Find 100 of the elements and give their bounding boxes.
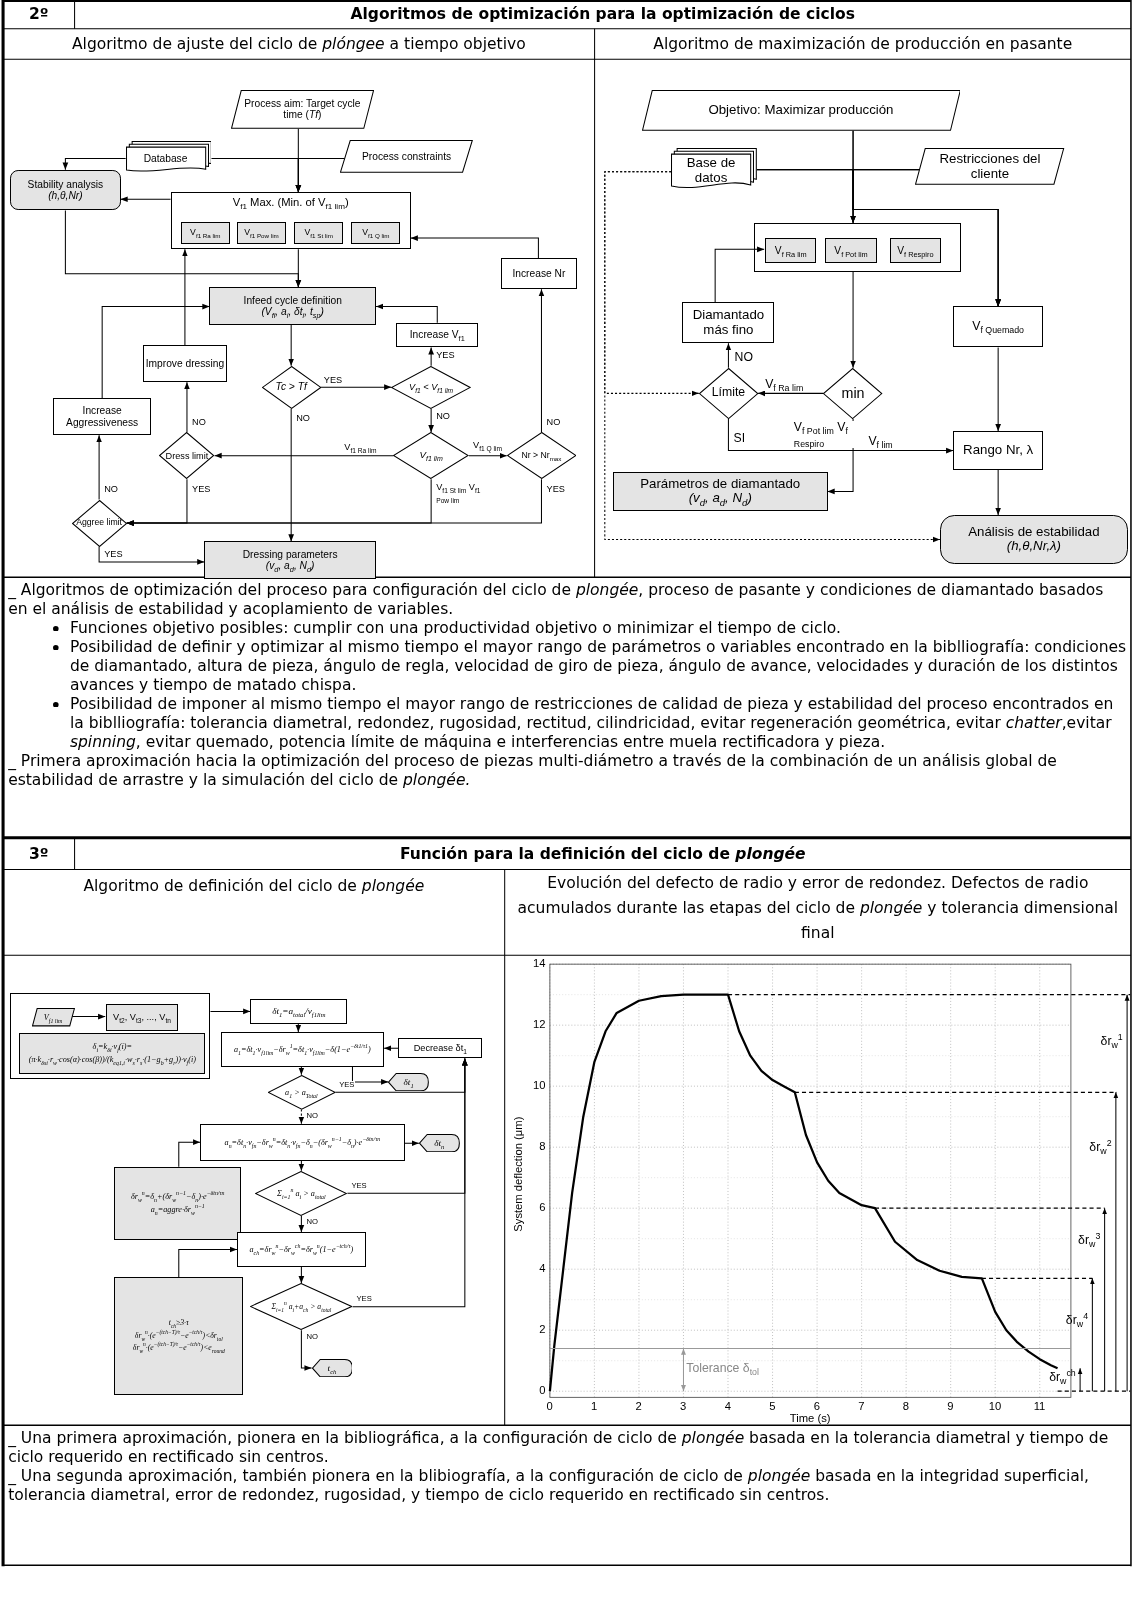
node-text: min (841, 385, 865, 402)
node-text: δt$_{1}$ (403, 1075, 414, 1090)
tick-label: 9 (946, 1399, 955, 1412)
arrow (604, 171, 941, 543)
tick-label: 14 (532, 957, 546, 970)
node-text: Restricciones del cliente (938, 151, 1042, 182)
panel-heading: Evolución del defecto de radio y error de redondez. Defectos de radio acumulados durante las etapas del ciclo de plongée y tolerancia dimensional final (516, 873, 1120, 945)
edge-label: YES (103, 548, 124, 559)
node-text: Process aim: Target cycle time (Tf) (243, 97, 362, 121)
process-box (200, 1123, 405, 1161)
node-text: Increase V$_{f1}$ (409, 329, 465, 341)
document-stack (125, 141, 212, 174)
tick-label: 0 (545, 1399, 554, 1412)
paragraph: _ Primera aproximación hacia la optimización del proceso de piezas multi-diámetro a través de la combinación de un análisis global de estabilidad de arrastre y la simulación del ciclo de plongée. (8, 751, 1058, 790)
node-text: Aggree limit (76, 518, 122, 528)
section-title: Función para la definición del ciclo de plongée (398, 843, 807, 865)
arrow (178, 1139, 201, 1168)
arrow (995, 469, 1001, 516)
node-text: a$_{n}$=δt$_{n}$·v$_{fn}$−δr$_{w}$$^{n}$=δt$_{n}$·v$_{fn}$−δ$_{n}$−(δr$_{w}$$^{n−1}$−δ$_{n}$)·e$^{−δtn/τn}$ (224, 1135, 381, 1149)
arrow (96, 434, 102, 501)
node-text: δ$_{i}$=k$_{δi}$·v$_{f}$(i)=(π·k$_{δsi}$·r$_{w}$·cos(α)·cos(β))/(k$_{eq1,i}$·w$_{s}$·r$_{s}$·(1−g$_{b}$+g$_{r}$))·v$_{f}$(i) (27, 1041, 197, 1067)
section-number: 2º (28, 4, 50, 25)
arrow (714, 246, 765, 303)
node-text: Parámetros de diamantado (640, 476, 801, 492)
arrow (182, 248, 188, 346)
process-box (351, 221, 401, 245)
arrow (126, 478, 188, 526)
node-text: Decrease δt$_{1}$ (413, 1043, 467, 1054)
decision-diamond (393, 432, 469, 480)
arrow (538, 288, 545, 433)
node-text: V$_{f1}$ Max. (Min. of V$_{f1 lim}$) (232, 196, 349, 209)
decision-diamond (71, 499, 127, 547)
decision-diamond (823, 367, 883, 419)
node-text: Improve dressing (145, 357, 225, 370)
tick-label: 7 (857, 1399, 866, 1412)
arrow (428, 408, 434, 433)
section-number: 3º (28, 843, 50, 865)
arrow (404, 1140, 420, 1147)
tick-label: 0 (538, 1384, 546, 1397)
arrow (298, 1215, 305, 1233)
decision-diamond (391, 365, 471, 409)
section-title: Algoritmos de optimización para la optimización de ciclos (349, 4, 856, 25)
node-text: Dressing parameters (242, 548, 338, 561)
tick-label: 10 (532, 1079, 546, 1092)
arrow (351, 1057, 468, 1308)
node-text: V$_{f Ra lim}$ (774, 244, 807, 256)
arrow (428, 346, 434, 367)
process-box (294, 221, 344, 245)
node-text: V$_{f1 lim}$ (43, 1012, 63, 1025)
node-text: Increase Nr (512, 268, 566, 280)
panel-heading: Algoritmo de definición del ciclo de plongée (82, 876, 426, 895)
process-box (220, 1031, 385, 1067)
arrow (320, 384, 392, 391)
node-text: Objetivo: Maximizar producción (708, 102, 894, 118)
arrow (62, 157, 127, 171)
edge-label: V$_{f1 Ra lim}$ (343, 442, 378, 453)
axis-title: Time (s) (788, 1411, 832, 1425)
edge-label: NO (545, 416, 562, 427)
edge-label: NO (295, 412, 311, 423)
node-text: V$_{f1 Pow lim}$ (244, 228, 279, 238)
arrow (351, 1066, 389, 1085)
tick-label: 3 (679, 1399, 688, 1412)
data-parallelogram (915, 148, 1065, 185)
process-box (753, 222, 962, 272)
process-box (53, 398, 152, 436)
node-text: (v$_{d}$, a$_{d}$, N$_{d}$) (265, 560, 315, 572)
arrow (375, 303, 438, 324)
tick-label: 6 (538, 1201, 546, 1214)
decision-diamond (250, 1283, 353, 1331)
arrow (101, 303, 210, 399)
node-text: Nr > Nr$_{max}$ (521, 450, 562, 461)
arrow (298, 1066, 305, 1076)
process-box (10, 993, 211, 1079)
node-text: Límite (711, 386, 746, 401)
edge-label: YES (191, 484, 212, 495)
node-text: a$_{ch}$=δr$_{w}$$^{n}$−δr$_{w}$$^{ch}$=δr$_{w}$$^{n}$(1−e$^{−tch/τ}$) (249, 1242, 354, 1256)
arrow (852, 169, 1001, 308)
process-box (612, 472, 828, 511)
paragraph: Funciones objetivo posibles: cumplir con una productividad objetivo o minimizar el tiempo de ciclo. (69, 619, 842, 639)
arrow (850, 271, 856, 369)
arrow (995, 346, 1001, 432)
arrow (298, 1266, 305, 1284)
axis-title: System deflection (μm) (511, 1115, 525, 1234)
process-box (889, 238, 941, 263)
process-box (500, 258, 578, 290)
arrow (298, 1160, 305, 1172)
arrow (295, 1023, 302, 1033)
edge-label: V$_{f1 Q lim}$ (472, 440, 503, 451)
arrow (383, 1045, 399, 1052)
process-box (396, 322, 479, 348)
panel-heading: Algoritmo de maximización de producción en pasante (652, 33, 1074, 55)
decision-diamond (261, 365, 321, 409)
node-text: Base de datos (685, 155, 737, 186)
node-text: Análisis de estabilidad (968, 524, 1100, 540)
tick-label: 10 (987, 1399, 1003, 1412)
tick-label: 8 (901, 1399, 910, 1412)
process-box (143, 345, 227, 383)
edge-label: NO (103, 484, 119, 495)
edge-label: NO (435, 410, 451, 421)
process-box (114, 1166, 242, 1241)
